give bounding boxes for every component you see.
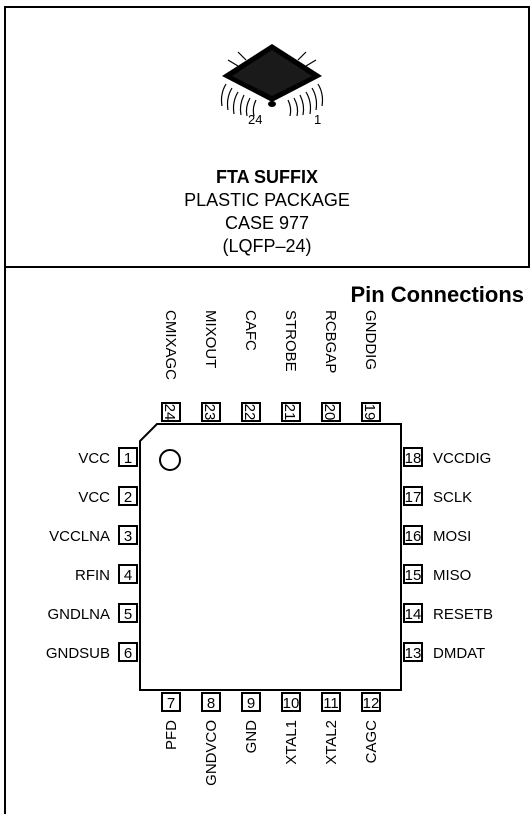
pin-5-box — [118, 603, 138, 623]
pin-8-box — [201, 692, 221, 712]
pin-9-number: 9 — [247, 695, 255, 712]
pin-21-name: STROBE — [282, 310, 299, 372]
pin-20-box — [321, 402, 341, 422]
pin-1-box — [118, 447, 138, 467]
pin-14-name: RESETB — [433, 606, 493, 623]
pin-23-box — [201, 402, 221, 422]
pin-1-name: VCC — [78, 450, 110, 467]
pin-21-box — [281, 402, 301, 422]
pin-22-box — [241, 402, 261, 422]
pin-1-indicator — [159, 449, 181, 471]
pin-2-box — [118, 486, 138, 506]
lqfp-package-icon — [220, 44, 324, 117]
pin-10-name: XTAL1 — [283, 720, 300, 765]
package-description: FTA SUFFIX PLASTIC PACKAGE CASE 977 (LQF… — [4, 166, 530, 258]
pin-16-box — [403, 525, 423, 545]
pin-13-box — [403, 642, 423, 662]
pin-3-number: 3 — [124, 528, 132, 545]
package-type: PLASTIC PACKAGE — [184, 190, 350, 210]
pin-19-number: 19 — [361, 404, 378, 421]
pin-12-number: 12 — [363, 695, 380, 712]
pin-panel — [4, 266, 530, 814]
pin-19-name: GNDDIG — [362, 310, 379, 370]
pin-17-name: SCLK — [433, 489, 472, 506]
pin-23-number: 23 — [201, 404, 218, 421]
pin-12-name: CAGC — [363, 720, 380, 764]
pin-18-name: VCCDIG — [433, 450, 491, 467]
pin-2-number: 2 — [124, 489, 132, 506]
pin-6-name: GNDSUB — [46, 645, 110, 662]
pin-9-box — [241, 692, 261, 712]
pin-22-number: 22 — [241, 404, 258, 421]
pin-15-name: MISO — [433, 567, 471, 584]
pin-18-box — [403, 447, 423, 467]
pin-5-number: 5 — [124, 606, 132, 623]
pin-10-number: 10 — [283, 695, 300, 712]
pin-23-name: MIXOUT — [202, 310, 219, 368]
pin-24-name: CMIXAGC — [162, 310, 179, 380]
chip-body — [139, 423, 402, 691]
package-suffix: FTA SUFFIX — [216, 167, 318, 187]
pin-4-number: 4 — [124, 567, 132, 584]
pin-19-box — [361, 402, 381, 422]
package-case: CASE 977 — [224, 213, 310, 233]
pin-8-name: GNDVCO — [203, 720, 220, 786]
pin-7-box — [161, 692, 181, 712]
pin-13-name: DMDAT — [433, 645, 485, 662]
package-panel — [4, 6, 530, 266]
pin-24-box — [161, 402, 181, 422]
pin-21-number: 21 — [281, 404, 298, 421]
pin-8-number: 8 — [207, 695, 215, 712]
pin-4-name: RFIN — [75, 567, 110, 584]
pin-3-name: VCCLNA — [49, 528, 110, 545]
pin-16-name: MOSI — [433, 528, 471, 545]
pin-17-number: 17 — [405, 489, 422, 506]
pin-14-number: 14 — [405, 606, 422, 623]
pin-11-name: XTAL2 — [323, 720, 340, 765]
pin-20-name: RCBGAP — [322, 310, 339, 373]
pin-20-number: 20 — [321, 404, 338, 421]
pin-5-name: GNDLNA — [47, 606, 110, 623]
diagram-title: Pin Connections — [350, 282, 524, 307]
pin-12-box — [361, 692, 381, 712]
pin-10-box — [281, 692, 301, 712]
pin-11-number: 11 — [323, 695, 339, 712]
pin-7-name: PFD — [163, 720, 180, 750]
pin-6-box — [118, 642, 138, 662]
package-code: (LQFP–24) — [222, 236, 312, 256]
pin-14-box — [403, 603, 423, 623]
pin-9-name: GND — [243, 720, 260, 754]
pin-4-box — [118, 564, 138, 584]
pin-15-box — [403, 564, 423, 584]
pin-2-name: VCC — [78, 489, 110, 506]
pin-3-box — [118, 525, 138, 545]
pin-1-number: 1 — [124, 450, 132, 467]
pin-7-number: 7 — [167, 695, 175, 712]
package-pin-24-label: 24 — [248, 112, 263, 127]
pin-13-number: 13 — [405, 645, 422, 662]
pin-6-number: 6 — [124, 645, 132, 662]
pin-22-name: CAFC — [242, 310, 259, 351]
package-pin-1-label: 1 — [314, 112, 322, 127]
pin-15-number: 15 — [405, 567, 422, 584]
pin-11-box — [321, 692, 341, 712]
pin-18-number: 18 — [405, 450, 422, 467]
pin-16-number: 16 — [405, 528, 422, 545]
pin-24-number: 24 — [161, 404, 178, 421]
pin-17-box — [403, 486, 423, 506]
